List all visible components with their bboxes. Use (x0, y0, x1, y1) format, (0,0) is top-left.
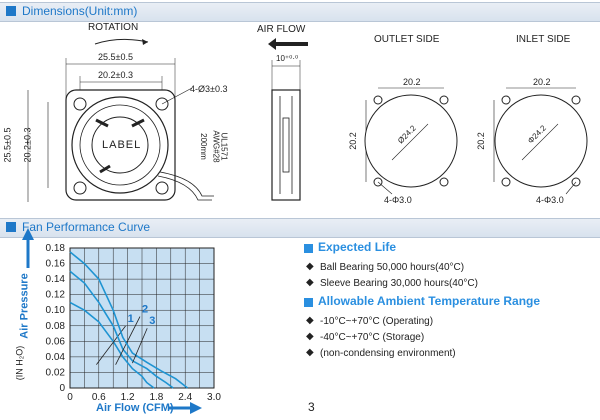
life-bullet-2: ◆ (306, 277, 314, 288)
outlet-side-label: OUTLET SIDE (374, 34, 440, 45)
life-item-2: Sleeve Bearing 30,000 hours(40°C) (320, 278, 478, 289)
life-bullet-1: ◆ (306, 261, 314, 272)
outlet-dim-top: 20.2 (403, 77, 421, 87)
temp-item-1: -10°C~+70°C (Operating) (320, 316, 434, 327)
expected-life-title: Expected Life (318, 240, 397, 254)
series-line-3 (69, 251, 189, 389)
fan-curve-header-marker (6, 222, 16, 232)
y-tick-label: 0 (59, 383, 65, 394)
temp-bullet-3: ◆ (306, 347, 314, 358)
x-axis-title: Air Flow (CFM) (96, 402, 174, 414)
series-pointer-2 (115, 316, 141, 365)
series-line-2 (69, 270, 174, 389)
dimensions-header: Dimensions(Unit:mm) (22, 4, 138, 18)
side-thickness: 10⁺⁰·⁰ (276, 54, 299, 63)
inlet-dim-top: 20.2 (533, 77, 551, 87)
inlet-holes: 4-Φ3.0 (536, 195, 564, 205)
y-tick-label: 0.16 (46, 259, 66, 270)
series-label-1: 1 (128, 313, 134, 325)
temp-item-3: (non-condensing environment) (320, 348, 456, 359)
y-tick-label: 0.04 (46, 352, 66, 363)
y-tick-label: 0.18 (46, 243, 66, 254)
x-tick-label: 1.8 (149, 392, 163, 403)
y-tick-label: 0.02 (46, 367, 66, 378)
series-label-2: 2 (142, 304, 148, 316)
temp-bullet-2: ◆ (306, 331, 314, 342)
y-tick-label: 0.06 (46, 336, 66, 347)
air-flow-label: AIR FLOW (257, 24, 306, 35)
y-tick-label: 0.14 (46, 274, 66, 285)
temp-item-2: -40°C~+70°C (Storage) (320, 332, 425, 343)
front-dim-20-2-top: 20.2±0.3 (98, 70, 133, 80)
x-tick-label: 3.0 (207, 392, 221, 403)
x-tick-label: 0 (67, 392, 73, 403)
outlet-holes: 4-Φ3.0 (384, 195, 412, 205)
rotation-label: ROTATION (88, 22, 139, 33)
x-axis-arrow-head (190, 402, 202, 414)
y-tick-label: 0.08 (46, 321, 66, 332)
fan-label-text: LABEL (102, 139, 142, 151)
inlet-side-label: INLET SIDE (516, 34, 571, 45)
temperature-marker (304, 298, 313, 307)
temp-bullet-1: ◆ (306, 315, 314, 326)
expected-life-marker (304, 244, 313, 253)
page-number: 3 (308, 400, 315, 414)
x-tick-label: 0.6 (92, 392, 106, 403)
y-tick-label: 0.12 (46, 290, 66, 301)
front-holes-label: 4-Ø3±0.3 (190, 84, 228, 94)
temperature-title: Allowable Ambient Temperature Range (318, 294, 541, 308)
series-label-3: 3 (149, 315, 155, 327)
y-axis-arrow-head (22, 228, 34, 240)
dimensions-header-bar (0, 2, 600, 22)
series-pointer-3 (132, 328, 148, 364)
y-tick-label: 0.10 (46, 305, 66, 316)
dimensions-header-marker (6, 6, 16, 16)
x-tick-label: 2.4 (178, 392, 192, 403)
series-line-1 (69, 301, 155, 389)
fan-curve-header: Fan Performance Curve (22, 220, 151, 234)
life-item-1: Ball Bearing 50,000 hours(40°C) (320, 262, 465, 273)
front-dim-25-5-top: 25.5±0.5 (98, 52, 133, 62)
x-tick-label: 1.2 (121, 392, 135, 403)
fan-curve-header-bar (0, 218, 600, 238)
dimension-drawings (27, 38, 588, 202)
